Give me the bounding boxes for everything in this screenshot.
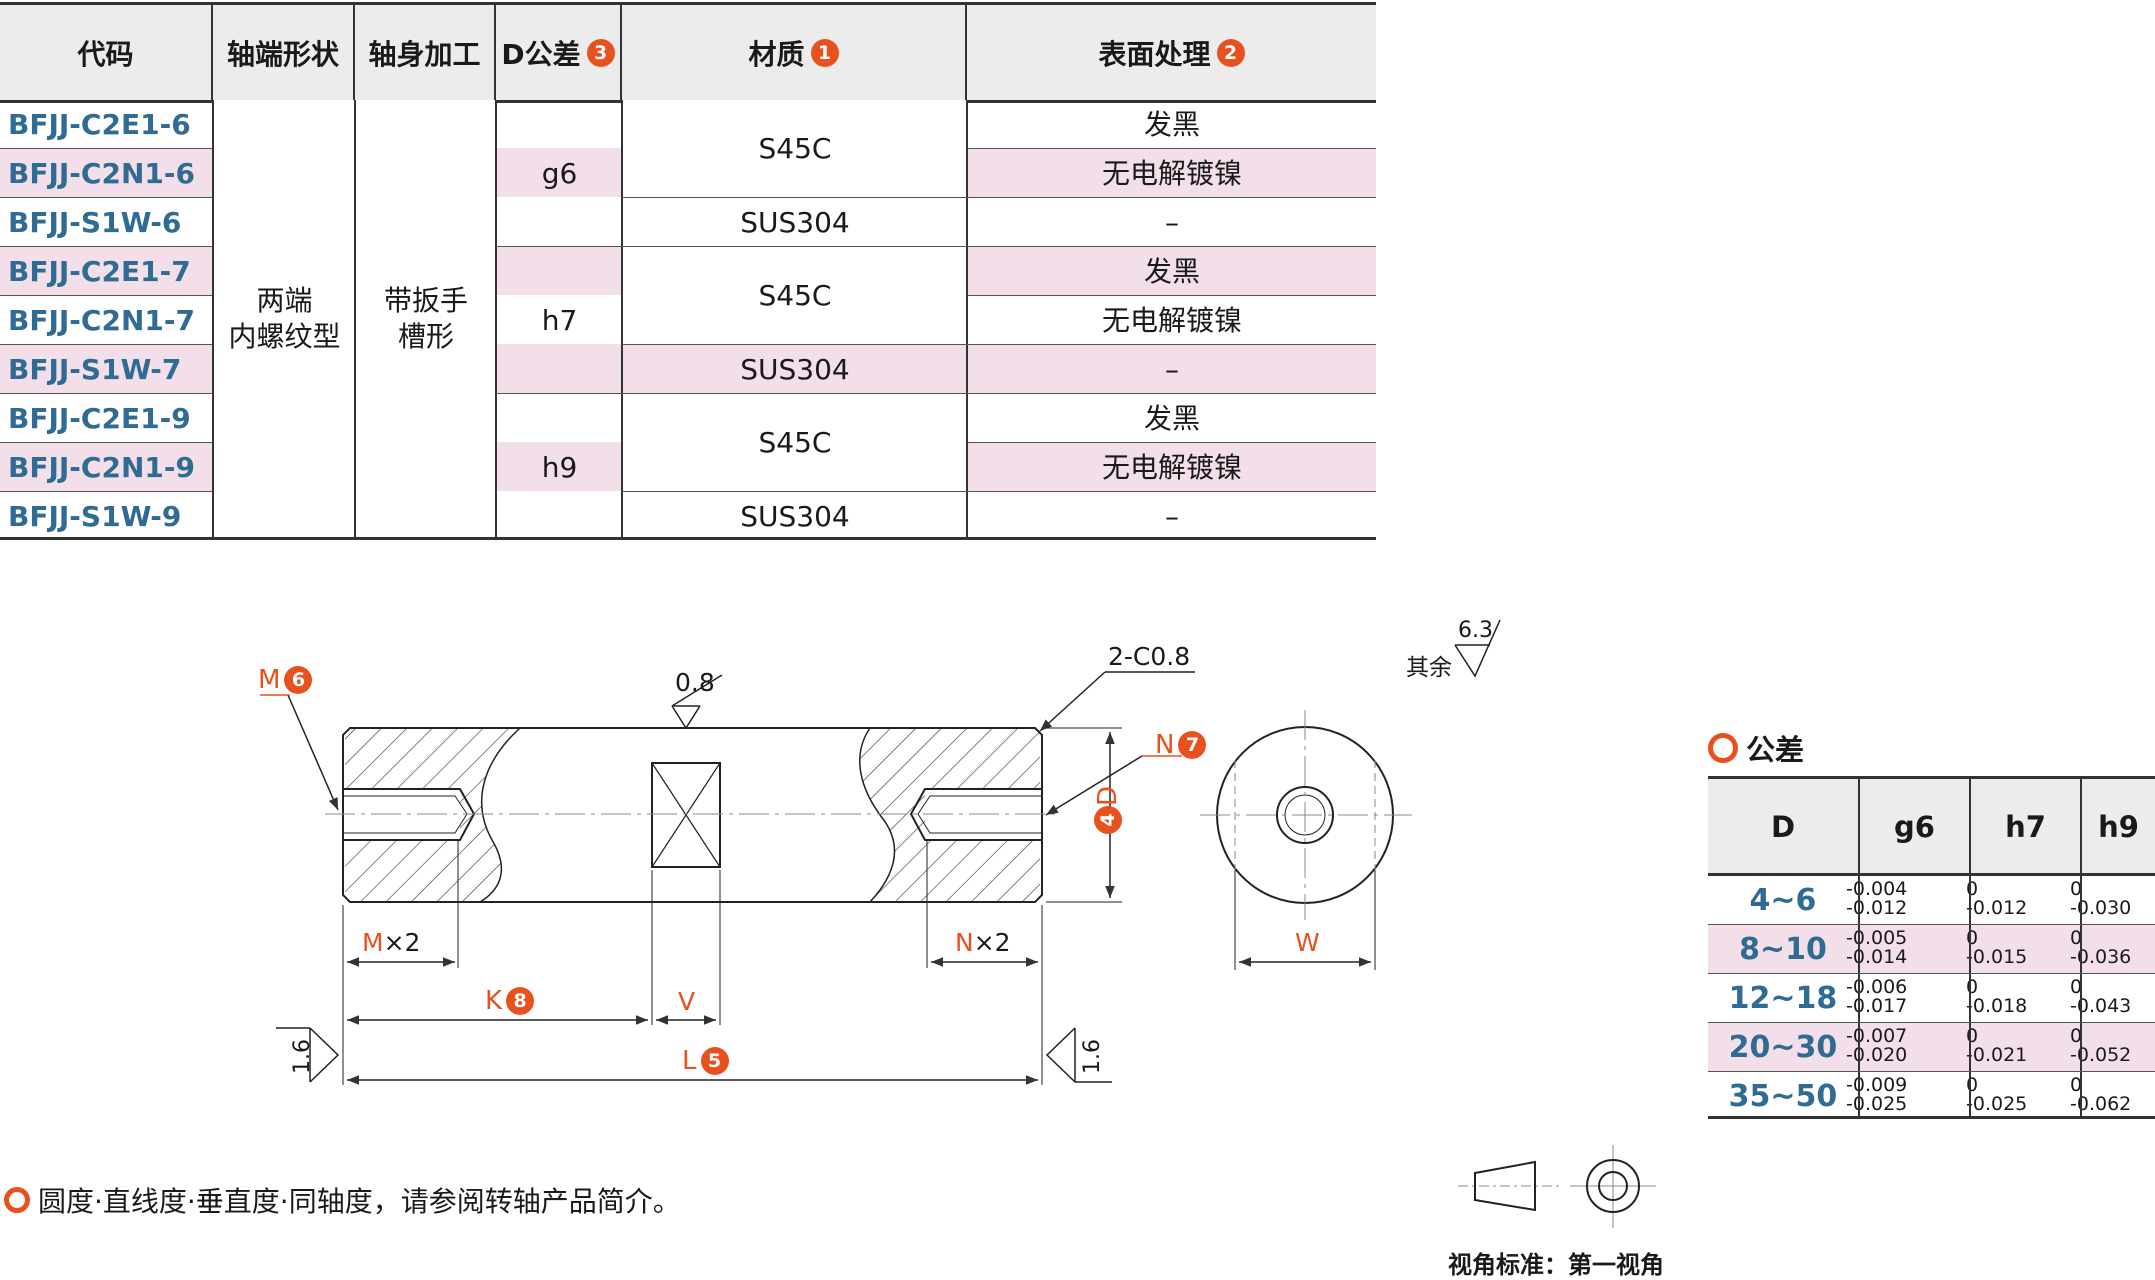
- tol-value: -0.007-0.020: [1846, 1025, 1908, 1066]
- tol-d-cell: 4~6: [1749, 883, 1817, 918]
- tol-header-d: D: [1708, 779, 1858, 875]
- tol-header-h7: h7: [1971, 779, 2080, 875]
- roughness-left: 1.6: [290, 1039, 315, 1074]
- tol-d-cell: 8~10: [1739, 932, 1827, 967]
- tolerance-title: 公差: [1708, 727, 1804, 769]
- roughness-right: 1.6: [1080, 1039, 1105, 1074]
- surface-cell: 发黑: [1143, 254, 1200, 288]
- ring-icon: [1708, 733, 1738, 763]
- material-cell: S45C: [623, 247, 967, 345]
- surface-cell: 发黑: [1143, 401, 1200, 435]
- grid-line: [621, 100, 623, 539]
- tol-value: 0-0.025: [1966, 1074, 2028, 1115]
- grid-line: [354, 100, 356, 539]
- tol-value: -0.009-0.025: [1846, 1074, 1908, 1115]
- tolerance-cell: g6: [541, 156, 578, 190]
- label-v: V: [678, 987, 696, 1016]
- tol-value: 0-0.018: [1966, 976, 2028, 1017]
- tolerance-cell: h7: [541, 303, 578, 337]
- tol-header-h9: h9: [2082, 779, 2155, 875]
- code-cell: BFJJ-C2N1-9: [8, 451, 195, 484]
- projection-symbol: [1458, 1145, 1656, 1228]
- code-cell: BFJJ-C2N1-6: [8, 157, 195, 190]
- material-cell: SUS304: [740, 352, 850, 386]
- material-cell: S45C: [623, 100, 967, 198]
- tol-value: 0-0.030: [2070, 878, 2132, 919]
- badge-2: 2: [1216, 38, 1245, 67]
- surface-cell: 无电解镀镍: [1101, 156, 1242, 190]
- header-code: 代码: [0, 5, 213, 100]
- grid-line: [495, 100, 497, 539]
- surface-cell: 发黑: [1143, 107, 1200, 141]
- label-w: W: [1295, 928, 1320, 957]
- badge-3: 3: [586, 38, 615, 67]
- roughness-top: 0.8: [675, 668, 715, 697]
- header-shaft-body: 轴身加工: [355, 5, 496, 100]
- tol-d-cell: 20~30: [1728, 1030, 1838, 1065]
- code-cell: BFJJ-C2E1-6: [8, 108, 191, 141]
- projection-label: 视角标准：第一视角: [1448, 1251, 1664, 1279]
- tol-value: 0-0.062: [2070, 1074, 2132, 1115]
- surface-cell: –: [1165, 499, 1179, 533]
- tol-d-cell: 35~50: [1728, 1079, 1838, 1114]
- tol-value: 0-0.015: [1966, 927, 2028, 968]
- material-cell: S45C: [623, 394, 967, 492]
- surface-cell: –: [1165, 352, 1179, 386]
- code-cell: BFJJ-C2E1-7: [8, 255, 191, 288]
- material-cell: SUS304: [740, 205, 850, 239]
- tol-value: 0-0.021: [1966, 1025, 2028, 1066]
- tol-value: 0-0.012: [1966, 878, 2028, 919]
- tol-value: 0-0.052: [2070, 1025, 2132, 1066]
- tol-value: 0-0.036: [2070, 927, 2132, 968]
- tol-d-cell: 12~18: [1728, 981, 1838, 1016]
- tolerance-table: D g6 h7 h9 4~6 8~10 12~18 20~30 35~50 -0…: [1708, 776, 2155, 1119]
- code-cell: BFJJ-C2N1-7: [8, 304, 195, 337]
- shaft-end-cell: 两端内螺纹型: [214, 100, 355, 537]
- tolerance-cell: h9: [541, 450, 578, 484]
- ring-icon: [4, 1187, 30, 1213]
- tol-value: -0.006-0.017: [1846, 976, 1908, 1017]
- code-cell: BFJJ-S1W-9: [8, 500, 182, 533]
- technical-drawing: [260, 619, 1501, 1085]
- other-roughness: 6.3: [1458, 618, 1493, 643]
- surface-cell: 无电解镀镍: [1101, 303, 1242, 337]
- material-cell: SUS304: [740, 499, 850, 533]
- code-cell: BFJJ-S1W-6: [8, 206, 182, 239]
- shaft-body-cell: 带扳手槽形: [356, 100, 496, 537]
- header-shaft-end: 轴端形状: [213, 5, 355, 100]
- grid-line: [966, 100, 968, 539]
- tol-header-g6: g6: [1860, 779, 1969, 875]
- tol-value: 0-0.043: [2070, 976, 2132, 1017]
- surface-cell: –: [1165, 205, 1179, 239]
- footnote: 圆度·直线度·垂直度·同轴度，请参阅转轴产品简介。: [4, 1180, 681, 1220]
- grid-line: [212, 100, 214, 539]
- surface-cell: 无电解镀镍: [1101, 450, 1242, 484]
- other-label: 其余: [1406, 655, 1452, 681]
- tol-value: -0.005-0.014: [1846, 927, 1908, 968]
- code-cell: BFJJ-C2E1-9: [8, 402, 191, 435]
- tol-value: -0.004-0.012: [1846, 878, 1908, 919]
- m-x2-label: M×2: [362, 928, 421, 957]
- badge-1: 1: [810, 38, 839, 67]
- code-cell: BFJJ-S1W-7: [8, 353, 182, 386]
- n-x2-label: N×2: [955, 928, 1011, 957]
- chamfer-label: 2-C0.8: [1108, 642, 1191, 671]
